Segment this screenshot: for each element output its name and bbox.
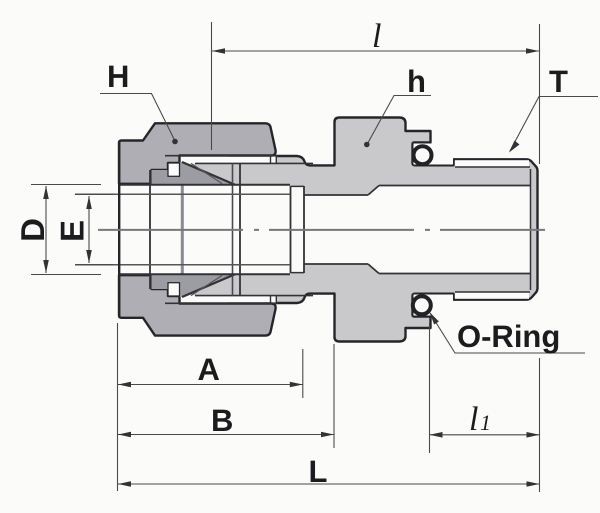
- svg-text:1: 1: [480, 410, 491, 435]
- svg-text:A: A: [198, 352, 220, 387]
- svg-text:H: H: [107, 59, 129, 94]
- svg-text:D: D: [14, 218, 51, 242]
- svg-text:L: L: [309, 454, 328, 489]
- svg-text:l: l: [469, 401, 478, 438]
- svg-text:h: h: [407, 64, 426, 99]
- svg-text:O-Ring: O-Ring: [457, 319, 560, 354]
- svg-text:E: E: [54, 220, 91, 242]
- svg-text:B: B: [211, 403, 233, 438]
- svg-text:T: T: [549, 64, 568, 99]
- svg-text:l: l: [372, 18, 381, 55]
